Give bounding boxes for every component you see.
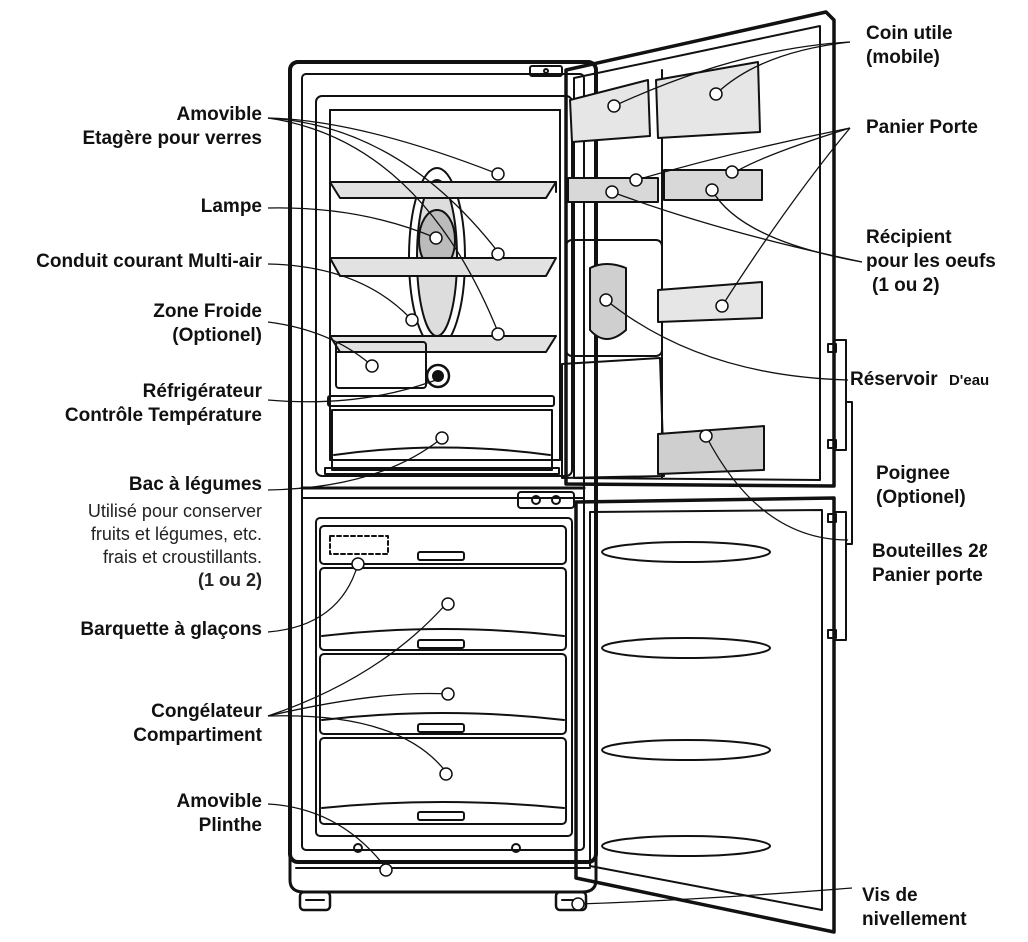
- crisper-description: Utilisé pour conserver fruits et légumes…: [87, 501, 262, 590]
- label-temperature-control: Réfrigérateur Contrôle Température: [64, 381, 262, 426]
- cabinet-body: [288, 60, 598, 912]
- label-cold-zone: Zone Froide (Optionel): [153, 301, 262, 346]
- label-ice-tray: Barquette à glaçons: [80, 619, 262, 640]
- label-removable-plinth: Amovible Plinthe: [176, 791, 262, 836]
- crisper-count: (1 ou 2): [197, 570, 262, 590]
- label-dairy-corner: Coin utile (mobile): [866, 23, 953, 68]
- freezer-door: [574, 401, 853, 934]
- leader-lines: [267, 41, 863, 905]
- label-lamp: Lampe: [200, 196, 262, 217]
- fridge-door: [561, 10, 847, 488]
- freezer-interior: [315, 517, 573, 853]
- label-egg-container: Récipient pour les oeufs (1 ou 2): [866, 227, 996, 296]
- label-removable-glass-shelf: Amovible Etagère pour verres: [82, 104, 262, 149]
- label-leveling-screw: Vis de nivellement: [862, 885, 967, 930]
- callout-markers: [351, 87, 739, 911]
- label-handle: Poignee (Optionel): [876, 463, 966, 508]
- label-door-basket: Panier Porte: [866, 117, 978, 138]
- label-bottle-basket: Bouteilles 2ℓ Panier porte: [872, 541, 988, 586]
- label-freezer-compartment: Congélateur Compartiment: [133, 701, 262, 746]
- fridge-interior: [315, 95, 573, 477]
- label-vegetable-crisper: Bac à légumes: [128, 474, 262, 495]
- label-multi-air-duct: Conduit courant Multi-air: [36, 251, 262, 272]
- label-water-tank: Réservoir D'eau: [850, 369, 990, 390]
